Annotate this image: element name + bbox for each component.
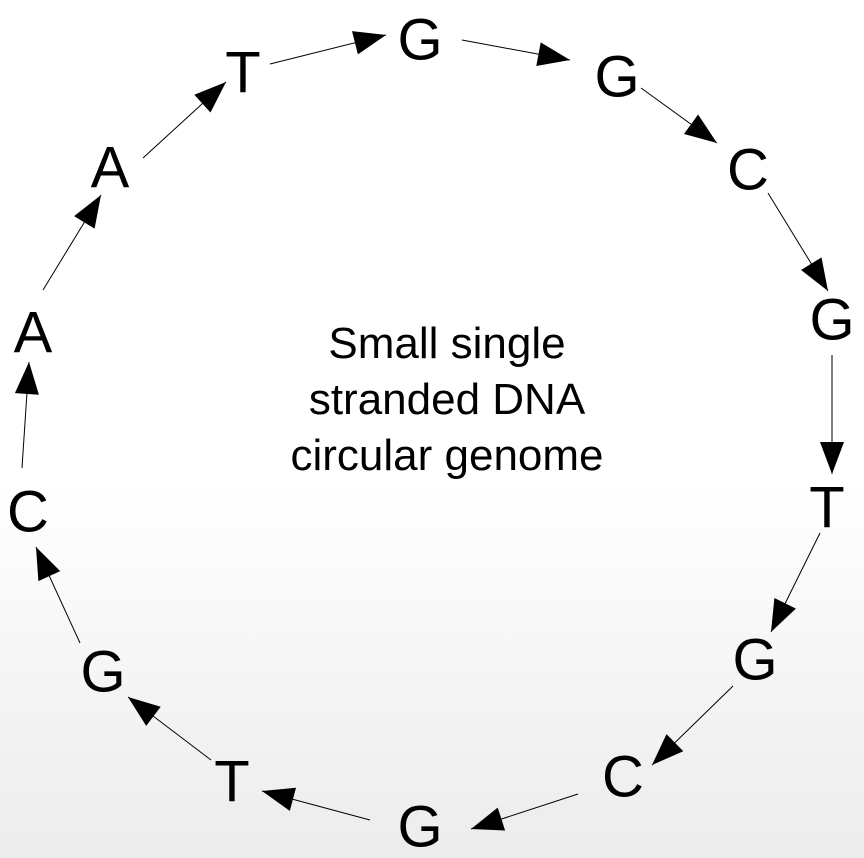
arrowhead-icon (652, 734, 684, 765)
nucleotide-labels: G G C G T G C G T G C A A T (7, 8, 855, 858)
nucleotide-label: A (91, 136, 130, 201)
nucleotide-label: G (397, 8, 442, 73)
arrowhead-icon (684, 114, 717, 143)
arrowhead-icon (471, 807, 506, 831)
connector-arrow (142, 81, 227, 159)
connector-arrow (269, 31, 387, 65)
nucleotide-label: A (14, 301, 53, 366)
connector-arrow (820, 355, 844, 474)
arrowhead-icon (801, 257, 828, 291)
arrowhead-icon (74, 195, 101, 229)
nucleotide-label: C (7, 480, 49, 545)
arrowhead-icon (36, 547, 61, 582)
connector-arrow (42, 194, 102, 291)
nucleotide-label: G (397, 795, 442, 858)
connector-arrow (767, 192, 829, 292)
connector-arrow (651, 685, 734, 766)
connector-arrow (14, 361, 39, 469)
nucleotide-label: C (602, 745, 644, 810)
arrowhead-icon (820, 442, 844, 474)
nucleotide-label: C (727, 138, 769, 203)
connector-arrows (14, 31, 844, 831)
nucleotide-label: G (80, 640, 125, 705)
arrowhead-icon (536, 42, 570, 66)
caption-line-3: circular genome (290, 431, 604, 480)
caption-line-2: stranded DNA (308, 375, 586, 424)
nucleotide-label: T (225, 41, 260, 106)
arrowhead-icon (128, 697, 161, 726)
arrowhead-icon (14, 362, 39, 395)
nucleotide-label: T (809, 476, 844, 541)
nucleotide-label: G (594, 45, 639, 110)
connector-arrow (770, 532, 821, 633)
nucleotide-label: T (214, 750, 249, 815)
nucleotide-label: G (809, 288, 854, 353)
connector-arrow (640, 87, 718, 144)
connector-arrow (261, 787, 371, 821)
connector-arrow (470, 793, 579, 831)
caption-line-1: Small single (328, 319, 566, 368)
arrowhead-icon (352, 31, 386, 55)
connector-arrow (35, 546, 81, 644)
nucleotide-label: G (732, 628, 777, 693)
arrowhead-icon (262, 787, 296, 811)
arrowhead-icon (771, 598, 796, 632)
arrowhead-icon (194, 82, 226, 113)
connector-arrow (461, 39, 571, 66)
connector-arrow (127, 696, 212, 761)
genome-caption: Small single stranded DNA circular genom… (247, 316, 647, 484)
